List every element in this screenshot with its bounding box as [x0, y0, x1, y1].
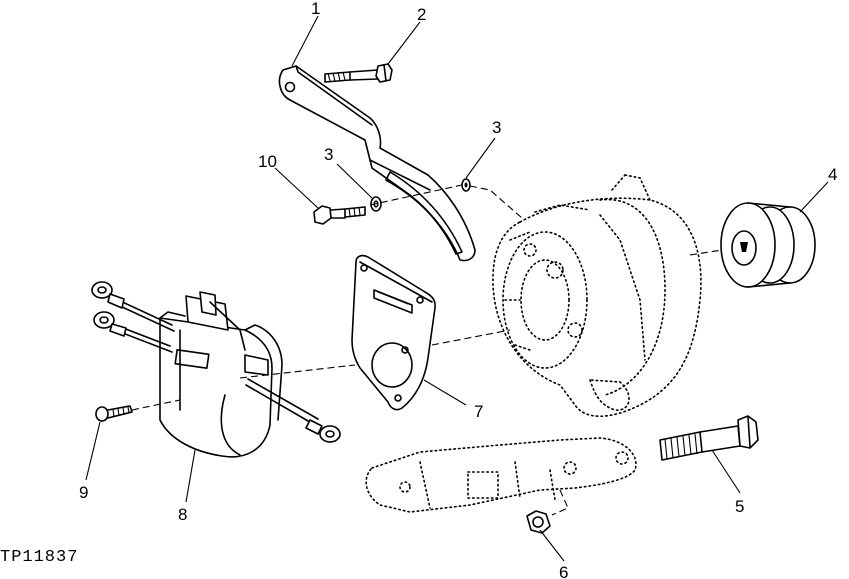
washer-upper	[461, 178, 471, 192]
ring-terminal-lower	[305, 419, 341, 443]
alternator-pivot-bolt	[659, 415, 759, 461]
callout-2: 2	[417, 5, 426, 24]
adjusting-strap	[278, 65, 476, 262]
pivot-nut	[526, 510, 551, 534]
strap-mount-cap-screw	[313, 205, 366, 225]
callout-5: 5	[735, 497, 744, 516]
shield-plate	[351, 254, 436, 411]
wiring-leads	[117, 299, 319, 426]
drive-pulley	[720, 202, 816, 288]
callout-3-lower: 3	[324, 145, 333, 164]
callout-4: 4	[828, 165, 837, 184]
callout-3-upper: 3	[492, 118, 501, 137]
alignment-lines	[131, 184, 723, 411]
alternator-outline	[492, 174, 702, 417]
self-tapping-screw	[95, 405, 133, 422]
callout-8: 8	[178, 505, 187, 524]
terminal-cover	[159, 291, 283, 458]
strap-cap-screw	[324, 63, 393, 83]
callout-7: 7	[474, 402, 483, 421]
callout-9: 9	[79, 483, 88, 502]
leader-lines	[85, 15, 829, 562]
callout-10: 10	[258, 152, 277, 171]
callout-6: 6	[559, 563, 568, 579]
ring-terminal-upper	[91, 281, 125, 309]
figure-reference-code: TP11837	[0, 548, 78, 567]
ring-terminal-middle	[93, 311, 127, 337]
callout-1: 1	[311, 0, 320, 18]
lower-mounting-bracket	[365, 437, 637, 516]
